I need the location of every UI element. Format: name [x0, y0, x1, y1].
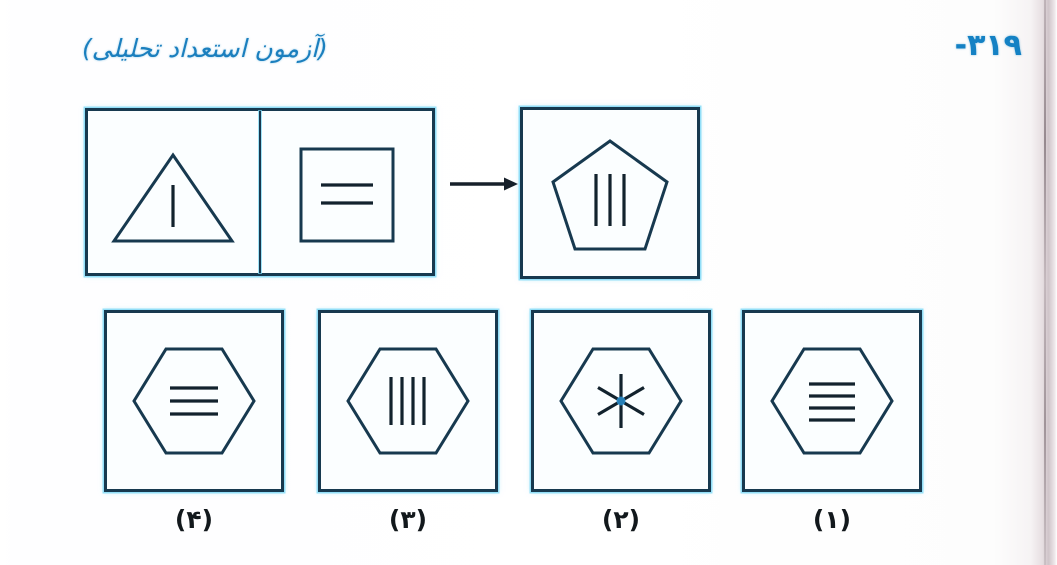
hexagon-with-3-horizontal-lines-icon	[132, 347, 256, 455]
hexagon-with-asterisk-icon	[559, 347, 683, 455]
prompt-pair	[85, 108, 435, 276]
prompt-divider	[258, 111, 262, 273]
page-edge-shadow	[1044, 0, 1046, 565]
prompt-cell-triangle	[88, 111, 259, 273]
option-label-1: (۱)	[812, 505, 852, 534]
hexagon-with-4-horizontal-lines-icon	[770, 347, 894, 455]
option-cell-4[interactable]	[104, 310, 284, 492]
option-label-4: (۴)	[174, 505, 214, 534]
pentagon-with-3-lines-icon	[551, 138, 669, 250]
hexagon-with-4-vertical-lines-icon	[346, 347, 470, 455]
option-cell-3[interactable]	[318, 310, 498, 492]
option-cell-2[interactable]	[531, 310, 711, 492]
question-number: ۳۱۹-	[954, 28, 1022, 63]
target-cell	[520, 107, 700, 279]
page-title: (آزمون استعداد تحلیلی)	[82, 34, 328, 63]
option-label-3: (۳)	[388, 505, 428, 534]
option-cell-1[interactable]	[742, 310, 922, 492]
option-label-2: (۲)	[601, 505, 641, 534]
prompt-cell-square	[261, 111, 432, 273]
square-with-2-lines-icon	[299, 147, 395, 243]
triangle-with-1-line-icon	[111, 152, 236, 243]
arrow-right-icon	[450, 177, 518, 191]
